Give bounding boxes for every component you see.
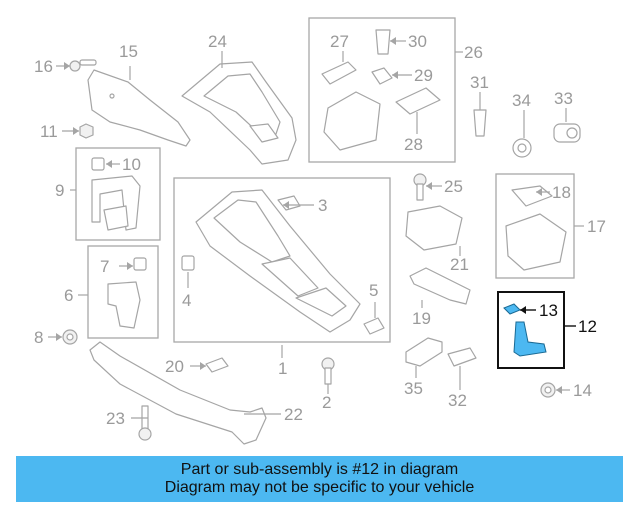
callout-15: 15 bbox=[119, 42, 138, 61]
holder-30 bbox=[375, 29, 391, 55]
plug-5 bbox=[363, 317, 385, 335]
callout-5: 5 bbox=[369, 281, 378, 300]
bracket-26 bbox=[323, 91, 381, 151]
clip-31 bbox=[473, 109, 487, 137]
callout-16: 16 bbox=[34, 57, 53, 76]
callout-3: 3 bbox=[318, 196, 327, 215]
clip-13-highlighted bbox=[503, 303, 521, 315]
callout-35: 35 bbox=[404, 379, 423, 398]
clip-4 bbox=[181, 255, 195, 271]
callout-12: 12 bbox=[578, 317, 597, 336]
bolt-2 bbox=[321, 357, 335, 385]
banner-line-2: Diagram may not be specific to your vehi… bbox=[164, 479, 475, 496]
group-frame-6 bbox=[87, 245, 159, 339]
socket-29 bbox=[371, 67, 393, 85]
callout-19: 19 bbox=[412, 309, 431, 328]
bracket-12-highlighted bbox=[513, 321, 547, 357]
callout-17: 17 bbox=[587, 217, 606, 236]
socket-34 bbox=[512, 138, 532, 158]
callout-33: 33 bbox=[554, 89, 573, 108]
callout-26: 26 bbox=[464, 43, 483, 62]
center-console-1 bbox=[195, 189, 361, 333]
callout-30: 30 bbox=[408, 32, 427, 51]
switch-27 bbox=[321, 61, 357, 85]
console-trim-24 bbox=[181, 61, 297, 165]
callout-10: 10 bbox=[122, 155, 141, 174]
cupholder-17 bbox=[505, 213, 567, 271]
group-frame-9 bbox=[75, 147, 161, 241]
clip-7 bbox=[133, 257, 147, 271]
callout-28: 28 bbox=[404, 135, 423, 154]
side-panel-15 bbox=[87, 69, 191, 147]
callout-23: 23 bbox=[106, 409, 125, 428]
bolt-25 bbox=[413, 173, 427, 201]
lid-35 bbox=[405, 337, 443, 367]
callout-27: 27 bbox=[330, 32, 349, 51]
callout-29: 29 bbox=[414, 66, 433, 85]
callout-24: 24 bbox=[208, 32, 227, 51]
banner-line-1: Part or sub-assembly is #12 in diagram bbox=[180, 461, 459, 478]
callout-32: 32 bbox=[448, 391, 467, 410]
holder-18 bbox=[511, 185, 553, 207]
callout-6: 6 bbox=[64, 286, 73, 305]
callout-31: 31 bbox=[470, 73, 489, 92]
callout-25: 25 bbox=[444, 177, 463, 196]
callout-20: 20 bbox=[165, 357, 184, 376]
callout-8: 8 bbox=[34, 328, 43, 347]
callout-7: 7 bbox=[100, 257, 109, 276]
tray-21 bbox=[405, 205, 463, 251]
grommet-14 bbox=[540, 382, 556, 398]
duct-22 bbox=[89, 341, 267, 445]
callout-11: 11 bbox=[40, 122, 58, 141]
lighter-33 bbox=[553, 123, 581, 143]
bracket-6 bbox=[107, 281, 141, 329]
grommet-8 bbox=[62, 329, 78, 345]
mat-19 bbox=[409, 267, 471, 305]
pad-20 bbox=[205, 357, 229, 373]
callout-22: 22 bbox=[284, 405, 303, 424]
clip-10 bbox=[91, 157, 105, 171]
callout-9: 9 bbox=[55, 181, 64, 200]
callout-1: 1 bbox=[278, 359, 287, 378]
callout-21: 21 bbox=[450, 255, 469, 274]
bolt-23 bbox=[138, 405, 152, 441]
group-frame-26 bbox=[308, 17, 456, 163]
group-frame-12 bbox=[497, 291, 565, 369]
callout-14: 14 bbox=[573, 381, 592, 400]
callout-34: 34 bbox=[512, 91, 531, 110]
group-frame-1 bbox=[173, 177, 391, 343]
callout-13: 13 bbox=[539, 301, 558, 320]
cover-28 bbox=[395, 87, 441, 115]
info-banner: Part or sub-assembly is #12 in diagram D… bbox=[16, 456, 623, 502]
trim-32 bbox=[447, 347, 477, 367]
callout-4: 4 bbox=[182, 291, 191, 310]
callout-18: 18 bbox=[552, 183, 571, 202]
nut-11 bbox=[79, 123, 94, 139]
screw-16 bbox=[69, 59, 97, 72]
parts-diagram: 1 2 3 4 5 6 7 8 9 10 11 12 13 14 15 16 1… bbox=[34, 17, 606, 445]
callout-2: 2 bbox=[322, 393, 331, 412]
